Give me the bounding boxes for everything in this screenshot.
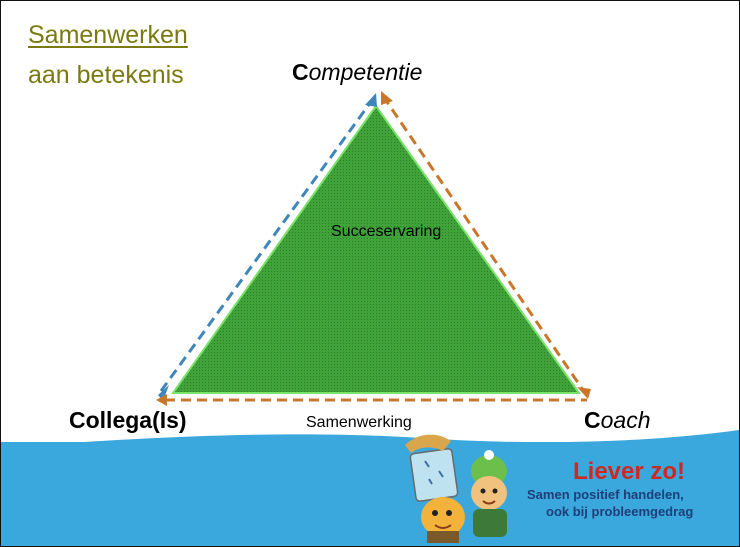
footer-banner	[1, 442, 739, 546]
bottom-edge-label: Samenwerking	[306, 414, 412, 431]
corner-right-initial: C	[584, 407, 601, 433]
triangle-shape	[171, 104, 581, 394]
corner-label-right: Coach	[584, 407, 651, 434]
corner-top-initial: C	[292, 59, 309, 85]
right-arrow-tail	[577, 387, 591, 399]
slide-title-line-2: aan betekenis	[28, 61, 184, 89]
mascot-illustration	[405, 434, 507, 543]
corner-label-left: Collega(Is)	[69, 407, 187, 433]
bottom-arrow-head-left	[156, 394, 167, 406]
corner-right-rest: oach	[600, 407, 651, 433]
triangle-diagram	[156, 91, 591, 406]
brand-subtitle-line-1: Samen positief handelen,	[527, 487, 684, 502]
corner-label-top: Competentie	[292, 59, 422, 86]
brand-title: Liever zo!	[573, 458, 686, 485]
center-label: Succeservaring	[331, 223, 442, 240]
brand-subtitle-line-2: ook bij probleemgedrag	[546, 504, 694, 519]
left-arrow-head	[365, 93, 377, 107]
slide-title-line-1: Samenwerken	[28, 21, 188, 49]
right-arrow-head	[381, 91, 393, 105]
right-arrow-line	[381, 95, 587, 394]
left-arrow-line	[159, 98, 375, 392]
left-arrow-tail	[158, 385, 169, 401]
corner-top-rest: ompetentie	[308, 59, 423, 85]
